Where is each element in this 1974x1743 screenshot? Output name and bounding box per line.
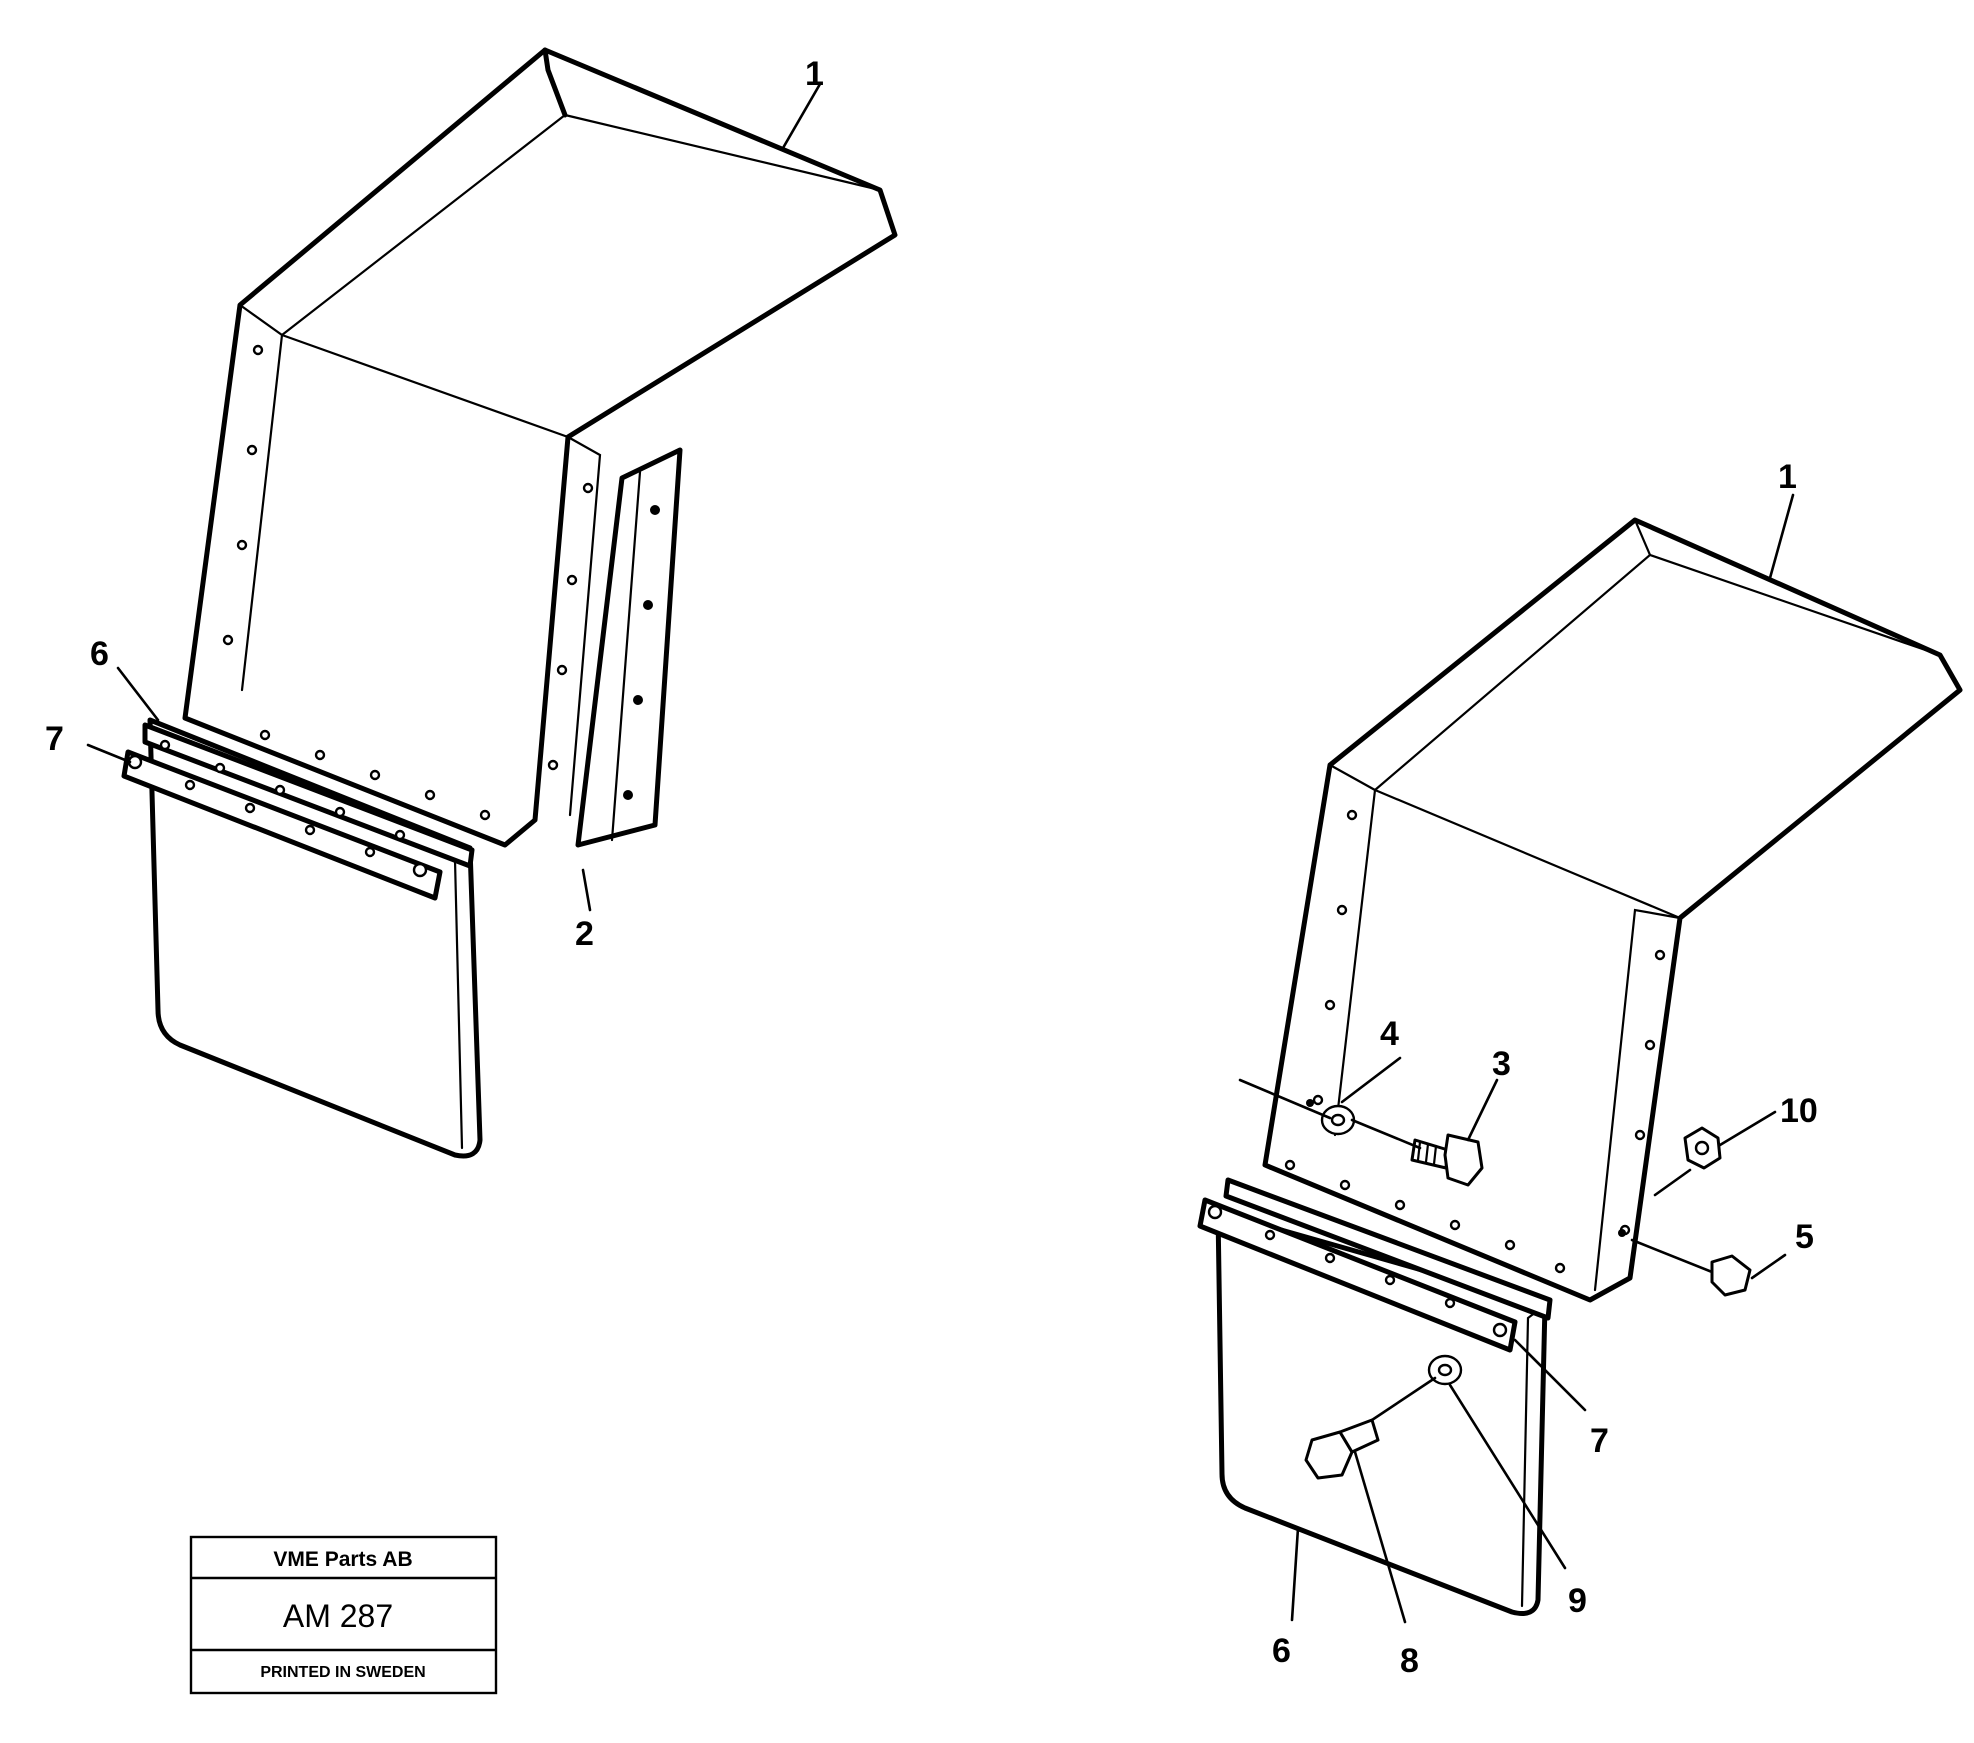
stamp-code: AM 287 bbox=[283, 1598, 393, 1634]
callout-left-1: 1 bbox=[805, 55, 824, 93]
callout-left-2: 2 bbox=[575, 915, 594, 953]
left-assembly bbox=[86, 47, 898, 1159]
callout-right-1: 1 bbox=[1778, 458, 1797, 496]
washer-9 bbox=[1427, 1354, 1463, 1386]
callout-left-6: 6 bbox=[90, 635, 109, 673]
stamp-printed: PRINTED IN SWEDEN bbox=[260, 1664, 425, 1681]
title-stamp: VME Parts AB AM 287 PRINTED IN SWEDEN bbox=[189, 1535, 498, 1695]
callout-right-3: 3 bbox=[1492, 1045, 1511, 1083]
right-fender bbox=[1262, 517, 1963, 1303]
bolt-8 bbox=[1304, 1418, 1380, 1480]
callout-right-7: 7 bbox=[1590, 1422, 1609, 1460]
callout-right-5: 5 bbox=[1795, 1218, 1814, 1256]
left-mud-flap bbox=[142, 717, 483, 1159]
callout-labels: 1 2 6 7 1 4 3 10 5 7 9 6 8 bbox=[45, 55, 1818, 1680]
right-clamp-bar bbox=[1197, 1197, 1518, 1353]
left-fender bbox=[182, 47, 898, 848]
cap-5 bbox=[1710, 1254, 1752, 1297]
left-side-strip bbox=[575, 447, 683, 848]
right-assembly bbox=[1197, 493, 1963, 1624]
bolt-3 bbox=[1410, 1133, 1484, 1187]
callout-right-6: 6 bbox=[1272, 1632, 1291, 1670]
callout-right-10: 10 bbox=[1780, 1092, 1818, 1130]
washer-4 bbox=[1320, 1104, 1356, 1136]
nut-10 bbox=[1683, 1126, 1722, 1170]
callout-right-4: 4 bbox=[1380, 1015, 1399, 1053]
callout-right-9: 9 bbox=[1568, 1582, 1587, 1620]
stamp-company: VME Parts AB bbox=[273, 1548, 412, 1571]
callout-left-7: 7 bbox=[45, 720, 64, 758]
callout-right-8: 8 bbox=[1400, 1642, 1419, 1680]
